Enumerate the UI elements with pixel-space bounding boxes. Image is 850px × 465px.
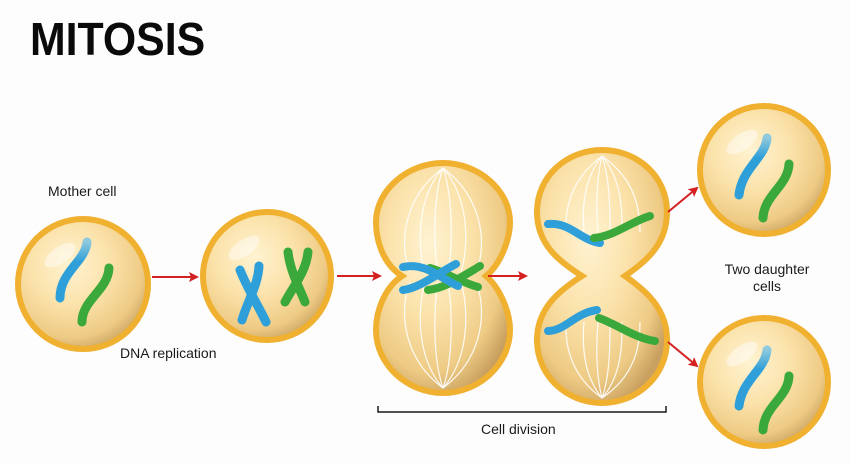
two-daughter-cells-label: Two daughter cells xyxy=(712,261,822,295)
anaphase-cell xyxy=(533,146,671,407)
page-title: MITOSIS xyxy=(30,13,206,65)
chromosome-blue-bottom xyxy=(544,306,601,335)
daughter-cell-top xyxy=(697,103,831,237)
chromosome-blue xyxy=(734,345,772,411)
mother-cell-label: Mother cell xyxy=(48,183,117,199)
two-daughter-cells-line2: cells xyxy=(752,278,781,294)
chromosome-blue xyxy=(734,133,772,200)
metaphase-cell xyxy=(372,159,514,397)
cell-division-bracket xyxy=(377,406,667,413)
two-daughter-cells-line1: Two daughter xyxy=(724,261,810,277)
arrow-icon xyxy=(667,186,699,213)
replicated-cell xyxy=(200,209,334,343)
chromosome-green xyxy=(77,263,114,327)
chromosome-blue-x xyxy=(235,261,271,327)
chromosome-green-x xyxy=(280,247,313,307)
chromosome-green-top xyxy=(590,212,654,242)
mother-cell xyxy=(15,216,151,352)
chromosome-blue-aligned xyxy=(399,260,462,294)
chromosome-blue xyxy=(55,237,92,303)
chromosome-green xyxy=(758,159,794,223)
chromosome-green-bottom xyxy=(595,314,659,345)
cell-division-label: Cell division xyxy=(481,421,556,437)
daughter-cell-bottom xyxy=(697,315,831,449)
arrow-icon xyxy=(667,341,699,368)
chromosome-green xyxy=(758,371,794,435)
dna-replication-label: DNA replication xyxy=(120,345,217,361)
